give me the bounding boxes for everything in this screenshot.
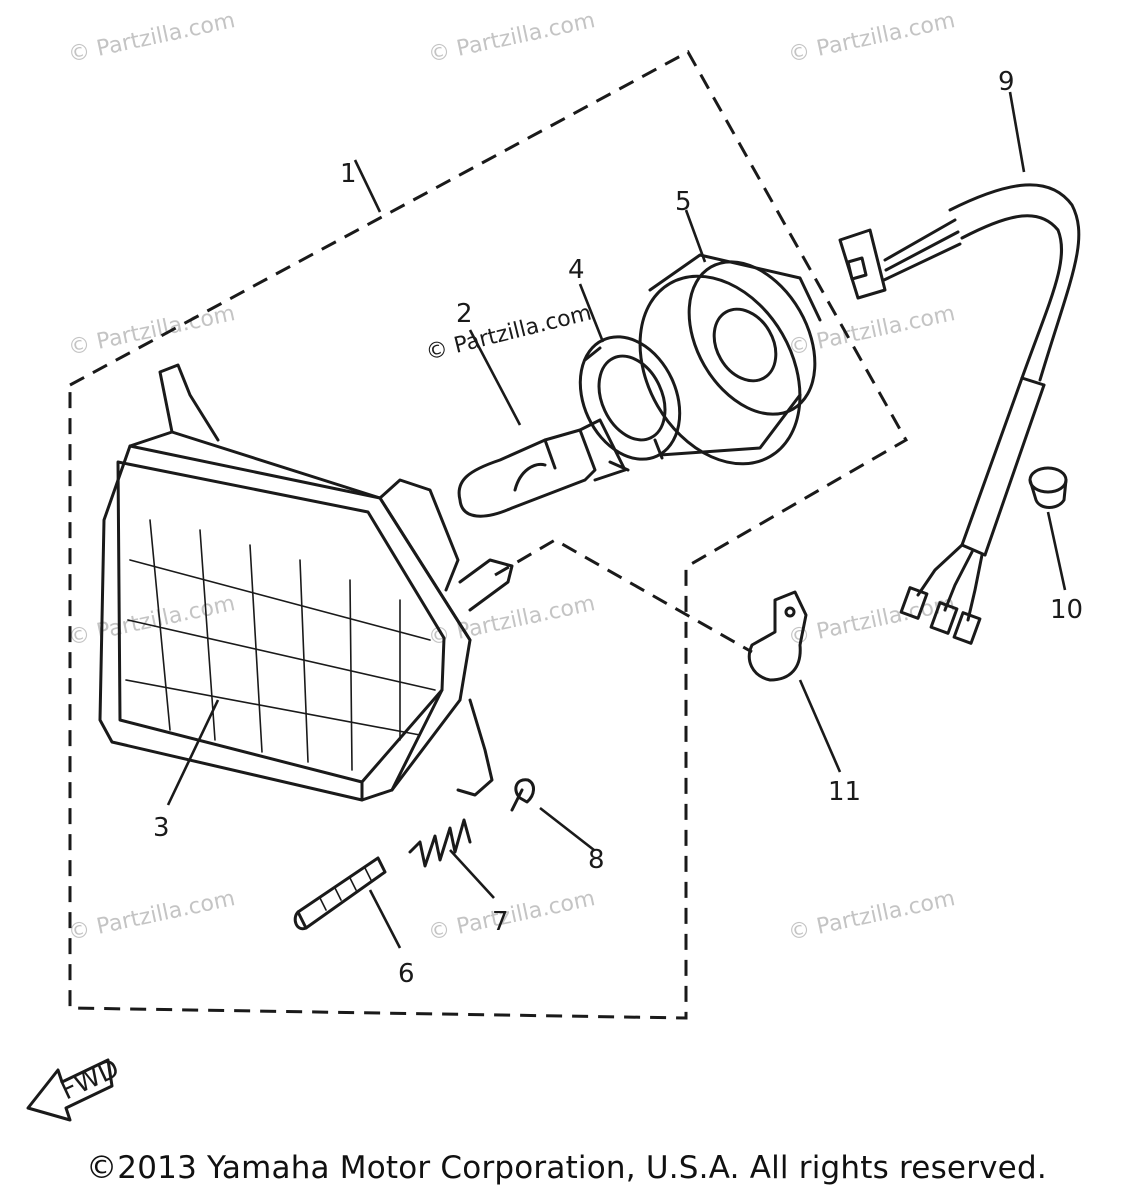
watermark: © Partzilla.com	[786, 886, 957, 946]
callout-9: 9	[998, 67, 1015, 97]
callout-2: 2	[456, 299, 473, 329]
watermark: © Partzilla.com	[786, 8, 957, 68]
watermark: © Partzilla.com	[66, 591, 237, 651]
callout-10: 10	[1050, 595, 1083, 625]
copyright-notice: ©2013 Yamaha Motor Corporation, U.S.A. A…	[86, 1150, 1047, 1186]
watermark: © Partzilla.com	[426, 591, 597, 651]
wire-harness	[838, 183, 1081, 645]
callout-5: 5	[675, 187, 692, 217]
callout-1: 1	[340, 159, 357, 189]
forward-arrow-label: FWD	[56, 1054, 124, 1107]
adjusting-screw	[293, 856, 387, 931]
bulb-socket-ring	[578, 335, 682, 472]
callout-11: 11	[828, 777, 861, 807]
callout-3: 3	[153, 813, 170, 843]
watermark: © Partzilla.com	[426, 8, 597, 68]
adjusting-spring	[408, 818, 472, 868]
mounting-dash-line	[494, 538, 753, 654]
forward-arrow-icon: FWD	[26, 1054, 124, 1122]
headlight-bulb	[457, 418, 627, 518]
watermark: © Partzilla.com	[786, 301, 957, 361]
leader-lines	[166, 91, 1067, 949]
watermark-center: © Partzilla.com	[423, 300, 594, 365]
clamp	[747, 590, 808, 682]
watermark: © Partzilla.com	[66, 8, 237, 68]
headlight-unit	[98, 363, 514, 802]
watermark: © Partzilla.com	[426, 886, 597, 946]
callout-4: 4	[568, 255, 585, 285]
callout-8: 8	[588, 845, 605, 875]
callout-7: 7	[492, 907, 509, 937]
callout-numbers: 1 2 3 4 5 6 7 8 9 10 11	[153, 67, 1083, 989]
watermark: © Partzilla.com	[786, 591, 957, 651]
assembly-boundary	[68, 49, 909, 1020]
callout-6: 6	[398, 959, 415, 989]
grommet	[1028, 466, 1068, 509]
watermark: © Partzilla.com	[66, 886, 237, 946]
dust-cover	[638, 253, 822, 466]
nut-clip	[510, 778, 535, 812]
